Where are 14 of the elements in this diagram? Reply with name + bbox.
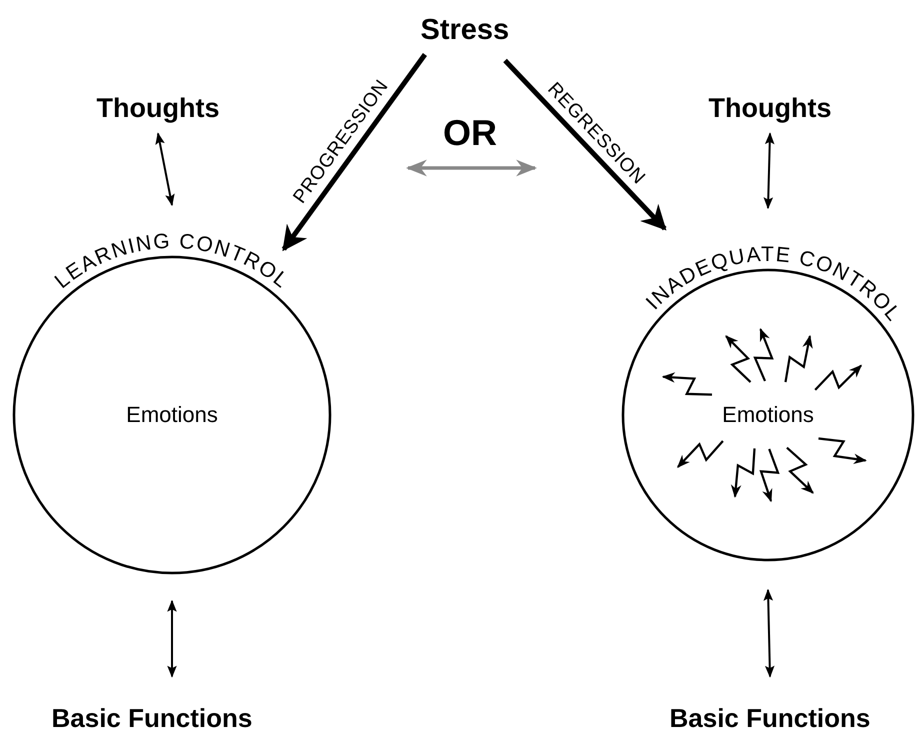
node-label: Thoughts	[708, 92, 832, 124]
node-label: Stress	[420, 14, 510, 46]
label-text: OR	[443, 112, 497, 154]
node-text: Emotions	[126, 402, 218, 428]
arrow	[282, 53, 427, 252]
arrow	[155, 132, 175, 206]
arrow	[503, 58, 667, 231]
arrow	[764, 132, 774, 210]
node-label: Basic Functions	[670, 702, 870, 734]
arrow	[167, 600, 177, 678]
node-label: Thoughts	[96, 92, 220, 124]
arrow	[763, 588, 775, 678]
node-text: Emotions	[722, 402, 814, 428]
node-label: Basic Functions	[52, 702, 252, 734]
